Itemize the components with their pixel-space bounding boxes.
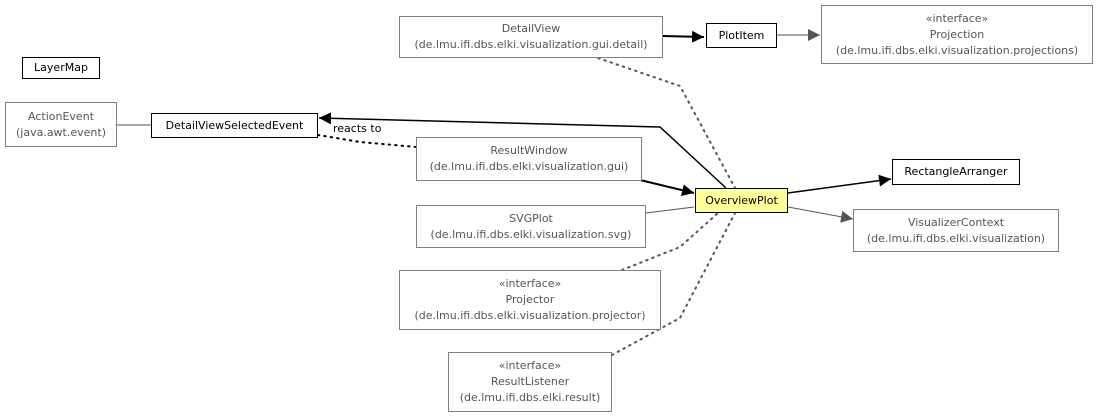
class-name: ActionEvent [28,109,94,123]
interface-package: (de.lmu.ifi.dbs.elki.visualization.proje… [835,43,1079,57]
edge-overviewplot-visualizercontext [787,206,854,223]
interface-package: (de.lmu.ifi.dbs.elki.visualization.proje… [414,309,646,322]
edge-resultwindow-overviewplot [639,179,695,197]
interface-package: (de.lmu.ifi.dbs.elki.result) [459,391,601,404]
class-package: (de.lmu.ifi.dbs.elki.visualization.gui.d… [414,38,648,51]
class-overviewplot[interactable]: OverviewPlot [695,188,788,213]
class-detailviewselectedevent[interactable]: DetailViewSelectedEvent [151,113,318,138]
class-name: SVGPlot [509,211,553,225]
edge-resultlistener-overviewplot [611,212,736,356]
class-package: (de.lmu.ifi.dbs.elki.visualization.svg) [430,227,632,241]
class-package: (java.awt.event) [15,125,106,139]
edge-overviewplot-detailviewselectedevent [318,112,727,189]
interface-name: Projection [929,27,985,41]
edge-detailview-plotitem [662,30,705,43]
edge-resultwindow-detailviewselectedevent [317,134,417,148]
class-layermap[interactable]: LayerMap [22,57,100,79]
edge-overviewplot-rectanglearranger [787,174,892,194]
class-rectanglearranger[interactable]: RectangleArranger [892,159,1020,185]
interface-name: ResultListener [490,375,570,388]
interface-stereotype: «interface» [925,11,989,25]
interface-resultlistener[interactable]: «interface» ResultListener (de.lmu.ifi.d… [448,352,612,412]
class-name: LayerMap [34,61,88,74]
interface-stereotype: «interface» [498,277,562,290]
class-name: DetailViewSelectedEvent [165,118,304,132]
interface-projector[interactable]: «interface» Projector (de.lmu.ifi.dbs.el… [399,270,661,330]
class-package: (de.lmu.ifi.dbs.elki.visualization) [866,231,1046,245]
edge-label-reacts-to: reacts to [333,122,382,135]
class-visualizercontext[interactable]: VisualizerContext (de.lmu.ifi.dbs.elki.v… [853,209,1059,252]
edge-projector-overviewplot [621,212,719,271]
class-resultwindow[interactable]: ResultWindow (de.lmu.ifi.dbs.elki.visual… [416,137,642,181]
class-detailview[interactable]: DetailView (de.lmu.ifi.dbs.elki.visualiz… [399,16,663,58]
class-package: (de.lmu.ifi.dbs.elki.visualization.gui) [429,160,629,173]
class-name: VisualizerContext [907,215,1005,229]
class-name: DetailView [501,22,561,35]
class-actionevent[interactable]: ActionEvent (java.awt.event) [5,102,117,147]
class-svgplot[interactable]: SVGPlot (de.lmu.ifi.dbs.elki.visualizati… [416,205,646,248]
interface-name: Projector [505,293,555,306]
edge-detailview-overviewplot [591,55,736,189]
class-plotitem[interactable]: PlotItem [706,23,777,48]
edge-svgplot-overviewplot [645,206,695,214]
class-name: RectangleArranger [904,165,1008,178]
class-name: PlotItem [718,28,765,42]
class-name: ResultWindow [490,144,568,157]
interface-projection[interactable]: «interface» Projection (de.lmu.ifi.dbs.e… [821,5,1093,64]
interface-stereotype: «interface» [498,359,562,372]
class-name: OverviewPlot [705,193,778,207]
